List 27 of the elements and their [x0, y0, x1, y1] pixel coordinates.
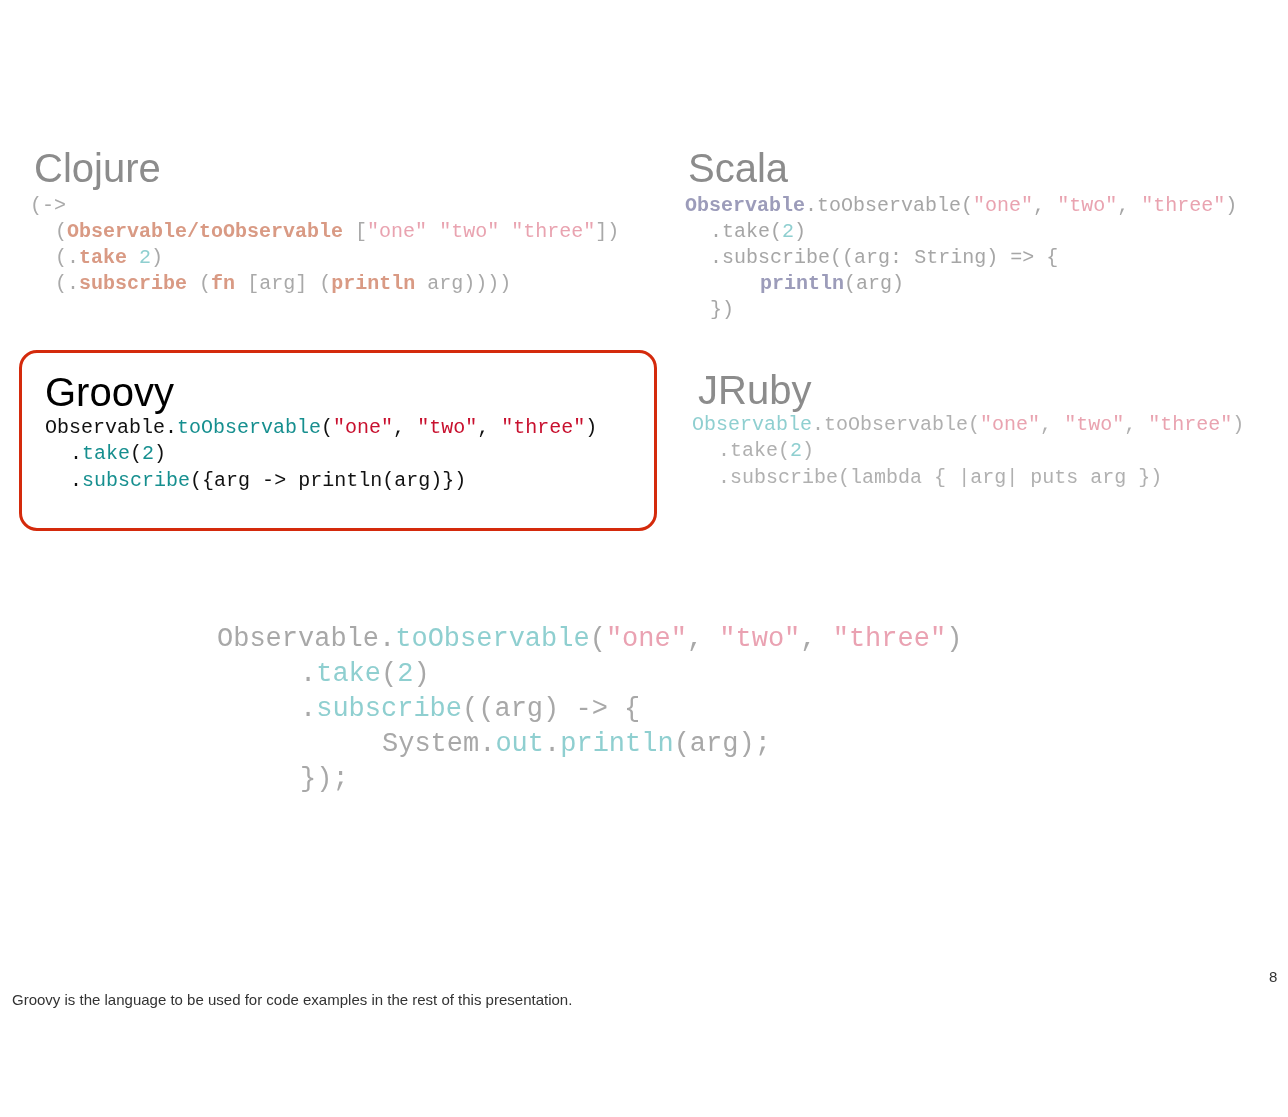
page-number: 8 — [1269, 968, 1278, 985]
caption: Groovy is the language to be used for code examples in the rest of this presentation. — [12, 991, 573, 1008]
code-line: .take(2) — [70, 442, 167, 465]
code-line: .take(2) — [718, 439, 815, 462]
code-line: }); — [300, 764, 349, 796]
language-heading: Groovy — [45, 369, 174, 416]
code-line: Observable.toObservable("one", "two", "three") — [45, 416, 598, 439]
language-heading: Clojure — [34, 145, 161, 192]
code-line: .subscribe(lambda { |arg| puts arg }) — [718, 466, 1163, 489]
code-line: (.take 2) — [55, 246, 164, 269]
code-line: .take(2) — [710, 220, 807, 243]
highlighted-code-panel — [19, 350, 657, 531]
code-line: .subscribe((arg) -> { — [300, 694, 641, 726]
code-line: .subscribe({arg -> println(arg)}) — [70, 469, 467, 492]
code-line: Observable.toObservable("one", "two", "three") — [692, 413, 1245, 436]
code-line: println(arg) — [760, 272, 905, 295]
language-heading: Scala — [688, 145, 789, 192]
code-line: .take(2) — [300, 659, 430, 691]
code-line: System.out.println(arg); — [382, 729, 771, 761]
code-line: (Observable/toObservable ["one" "two" "three"]) — [55, 220, 620, 243]
code-line: Observable.toObservable("one", "two", "three") — [685, 194, 1238, 217]
code-line: }) — [710, 298, 735, 321]
language-heading: JRuby — [698, 367, 812, 414]
code-line: .subscribe((arg: String) => { — [710, 246, 1059, 269]
code-line: (-> — [30, 194, 67, 217]
code-line: Observable.toObservable("one", "two", "three") — [217, 624, 963, 656]
code-line: (.subscribe (fn [arg] (println arg)))) — [55, 272, 512, 295]
